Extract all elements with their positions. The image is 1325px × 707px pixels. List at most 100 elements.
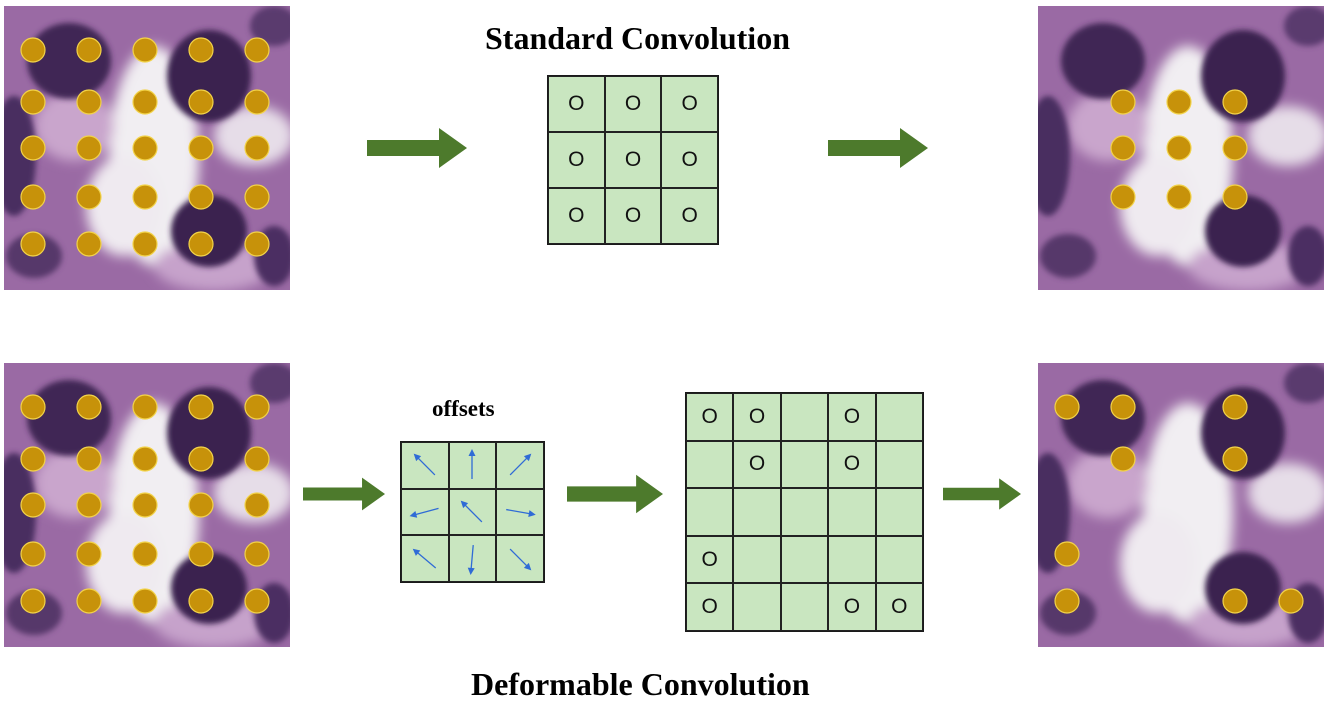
sample-point-icon (1222, 446, 1248, 472)
deformable-kernel-cell: O (733, 393, 781, 441)
sample-point-icon (20, 492, 46, 518)
sample-point-icon (132, 588, 158, 614)
output-tile-standard (1038, 6, 1324, 290)
sample-point-icon (1166, 89, 1192, 115)
offset-arrow-icon (409, 507, 439, 518)
deformable-kernel-cell (780, 440, 829, 489)
deformable-kernel-cell (686, 488, 734, 536)
right-arrow-icon (303, 473, 385, 515)
sample-point-icon (1110, 184, 1136, 210)
deformable-kernel-cell (686, 440, 734, 489)
deformable-kernel-cell: O (828, 583, 876, 631)
right-arrow-icon (567, 473, 663, 515)
sample-point-icon (188, 184, 214, 210)
sample-point-icon (1166, 184, 1192, 210)
sample-point-icon (76, 89, 102, 115)
deformable-kernel-cell (875, 535, 923, 584)
deformable-kernel-cell: O (686, 393, 734, 441)
offset-arrow-icon (506, 508, 536, 517)
deformable-kernel-cell (780, 535, 829, 584)
sample-point-icon (1222, 184, 1248, 210)
kernel-cell: O (604, 188, 662, 244)
sample-point-icon (1222, 89, 1248, 115)
sample-point-icon (244, 231, 270, 257)
sample-point-icon (132, 492, 158, 518)
sample-point-icon (188, 541, 214, 567)
sample-point-icon (1054, 588, 1080, 614)
deformable-kernel-cell (828, 535, 876, 584)
offset-arrow-icon (468, 449, 476, 480)
deformable-kernel-cell (828, 488, 876, 536)
sample-point-icon (20, 135, 46, 161)
offset-cell (448, 488, 497, 536)
sample-point-icon (1222, 394, 1248, 420)
offset-cell (448, 535, 497, 582)
sample-point-icon (1110, 446, 1136, 472)
sample-point-icon (20, 588, 46, 614)
offsets-grid (400, 441, 545, 583)
sample-point-icon (20, 89, 46, 115)
sample-point-icon (132, 446, 158, 472)
sampling-points (20, 394, 270, 614)
sample-point-icon (244, 184, 270, 210)
sample-point-icon (1278, 588, 1304, 614)
sample-point-icon (188, 492, 214, 518)
offset-arrow-icon (412, 548, 436, 569)
deformable-kernel-cell (733, 488, 781, 536)
sample-point-icon (132, 37, 158, 63)
sample-point-icon (188, 394, 214, 420)
sample-point-icon (244, 135, 270, 161)
deformable-kernel-cell (875, 488, 923, 536)
sample-point-icon (20, 541, 46, 567)
sample-point-icon (1222, 588, 1248, 614)
sample-point-icon (20, 446, 46, 472)
sample-point-icon (1222, 135, 1248, 161)
sample-point-icon (244, 492, 270, 518)
sample-point-icon (188, 135, 214, 161)
sample-point-icon (20, 231, 46, 257)
sample-point-icon (76, 446, 102, 472)
sample-point-icon (244, 37, 270, 63)
offset-cell (496, 535, 544, 582)
sample-point-icon (76, 135, 102, 161)
deformable-convolution-title: Deformable Convolution (471, 666, 810, 702)
offset-cell (401, 488, 449, 536)
sample-point-icon (244, 541, 270, 567)
sample-point-icon (76, 394, 102, 420)
sampling-points (1054, 394, 1304, 614)
deformable-kernel-cell: O (828, 440, 876, 489)
deformable-kernel-cell (875, 440, 923, 489)
right-arrow-icon (943, 473, 1021, 515)
sample-point-icon (76, 492, 102, 518)
output-tile-deformable (1038, 363, 1324, 647)
sample-point-icon (244, 89, 270, 115)
offset-cell (401, 535, 449, 582)
sample-point-icon (76, 541, 102, 567)
input-tile-deformable (4, 363, 290, 647)
sample-point-icon (132, 89, 158, 115)
offset-arrow-icon (461, 500, 483, 523)
deformable-kernel-cell (875, 393, 923, 441)
sample-point-icon (188, 446, 214, 472)
kernel-cell: O (604, 76, 662, 132)
sample-point-icon (132, 541, 158, 567)
sample-point-icon (1110, 135, 1136, 161)
standard-convolution-title: Standard Convolution (485, 20, 790, 56)
sample-point-icon (1054, 541, 1080, 567)
sample-point-icon (188, 37, 214, 63)
sample-point-icon (188, 231, 214, 257)
offset-cell (448, 442, 497, 489)
sample-point-icon (20, 394, 46, 420)
kernel-cell: O (548, 188, 605, 244)
sample-point-icon (20, 37, 46, 63)
deformable-kernel-cell: O (828, 393, 876, 441)
sample-point-icon (188, 588, 214, 614)
deformable-kernel-cell: O (686, 583, 734, 631)
kernel-cell: O (661, 76, 718, 132)
deformable-kernel-cell (733, 535, 781, 584)
kernel-cell: O (661, 188, 718, 244)
offset-cell (496, 488, 544, 536)
sample-point-icon (132, 231, 158, 257)
deformable-kernel-cell (780, 488, 829, 536)
